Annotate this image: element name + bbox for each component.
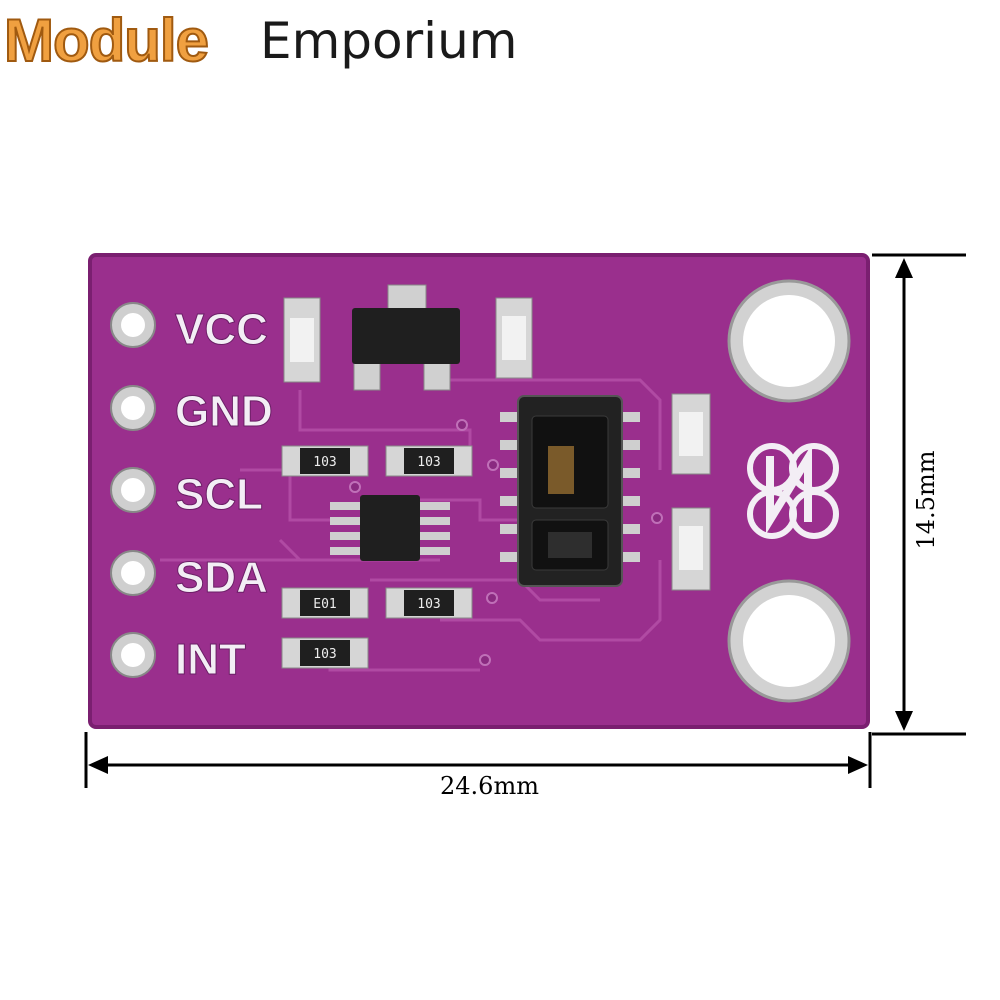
resistor: 103 xyxy=(281,637,369,669)
logic-ic xyxy=(330,495,450,561)
width-dimension xyxy=(84,732,872,788)
logo-module-text: Module xyxy=(3,6,210,75)
pin-hole-sda xyxy=(110,550,156,596)
resistor-code: 103 xyxy=(313,647,336,662)
mounting-hole xyxy=(727,579,851,703)
resistor-code: 103 xyxy=(417,597,440,612)
pin-hole-gnd xyxy=(110,385,156,431)
resistor: 103 xyxy=(385,445,473,477)
pin-hole-vcc xyxy=(110,302,156,348)
resistor: 103 xyxy=(385,587,473,619)
resistor: E01 xyxy=(281,587,369,619)
pin-hole-int xyxy=(110,632,156,678)
resistor-code: 103 xyxy=(313,455,336,470)
pin-label-gnd: GND xyxy=(175,387,273,436)
pin-label-sda: SDA xyxy=(175,553,268,602)
capacitor xyxy=(671,507,711,591)
pin-label-scl: SCL xyxy=(175,470,263,519)
voltage-regulator xyxy=(352,284,460,391)
width-dimension-label: 24.6mm xyxy=(440,772,539,800)
mounting-hole xyxy=(727,279,851,403)
capacitor xyxy=(283,297,321,383)
pcb-vias xyxy=(349,419,663,666)
resistor: 103 xyxy=(281,445,369,477)
logo-emporium-text: Emporium xyxy=(260,12,518,70)
height-dimension-label: 14.5mm xyxy=(912,450,940,550)
pin-hole-scl xyxy=(110,467,156,513)
silkscreen-logo xyxy=(747,443,839,539)
pin-label-int: INT xyxy=(175,635,246,684)
capacitor xyxy=(495,297,533,379)
pin-label-vcc: VCC xyxy=(175,305,268,354)
height-dimension xyxy=(872,253,966,736)
resistor-code: 103 xyxy=(417,455,440,470)
sensor-chip xyxy=(500,395,640,587)
capacitor xyxy=(671,393,711,475)
pin-header xyxy=(110,302,156,678)
resistor-code: E01 xyxy=(313,597,336,612)
